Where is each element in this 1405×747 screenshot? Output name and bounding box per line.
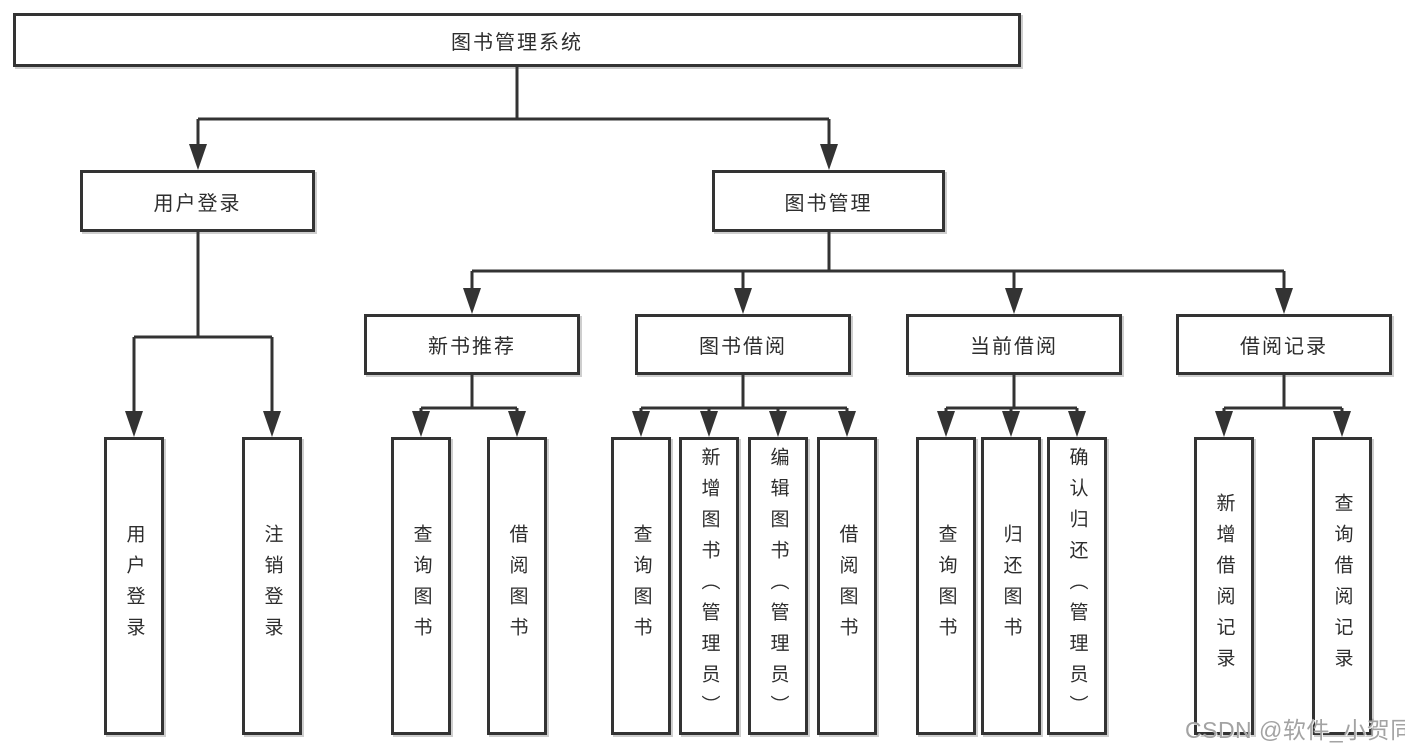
leaf-label: 用户登录 — [123, 524, 145, 648]
leaf-label: 新增借阅记录 — [1213, 493, 1235, 679]
node-user-login: 用户登录 — [80, 170, 315, 232]
node-label: 图书管理 — [784, 192, 873, 215]
node-label: 图书借阅 — [699, 336, 787, 358]
branch-user-login — [132, 232, 274, 418]
leaf-records-add-record: 新增借阅记录 — [1194, 437, 1254, 735]
leaf-newbook-query-book: 查询图书 — [391, 437, 451, 735]
node-system-root: 图书管理系统 — [13, 13, 1021, 67]
node-label: 借阅记录 — [1240, 336, 1328, 358]
branch-lines — [132, 66, 1344, 420]
branch-new-book — [419, 375, 519, 420]
branch-root — [196, 66, 831, 150]
leaf-label: 编辑图书（管理员） — [767, 446, 789, 726]
node-label: 当前借阅 — [970, 336, 1058, 358]
node-book-borrow: 图书借阅 — [635, 314, 851, 375]
leaf-newbook-borrow-book: 借阅图书 — [487, 437, 547, 735]
node-current-borrow: 当前借阅 — [906, 314, 1122, 375]
node-book-management: 图书管理 — [712, 170, 945, 232]
leaf-current-return-book: 归还图书 — [981, 437, 1041, 735]
leaf-borrow-query-book: 查询图书 — [611, 437, 671, 735]
leaf-borrow-borrow-book: 借阅图书 — [817, 437, 877, 735]
leaf-label: 查询借阅记录 — [1331, 493, 1353, 679]
node-borrow-records: 借阅记录 — [1176, 314, 1392, 375]
leaf-label: 确认归还（管理员） — [1066, 446, 1088, 726]
leaf-label: 查询图书 — [410, 524, 432, 648]
leaf-records-query-record: 查询借阅记录 — [1312, 437, 1372, 735]
csdn-watermark: CSDN @软件_小贺同学 — [1185, 717, 1405, 743]
branch-book-management — [470, 232, 1286, 295]
leaf-user-login: 用户登录 — [104, 437, 164, 735]
leaf-label: 注销登录 — [261, 524, 283, 648]
leaf-label: 查询图书 — [630, 524, 652, 648]
leaf-label: 借阅图书 — [506, 524, 528, 648]
leaf-label: 归还图书 — [1000, 524, 1022, 648]
leaf-current-confirm-return-admin: 确认归还（管理员） — [1047, 437, 1107, 735]
leaf-current-query-book: 查询图书 — [916, 437, 976, 735]
leaf-label: 新增图书（管理员） — [698, 446, 720, 726]
branch-borrow-records — [1222, 375, 1344, 420]
node-new-book-recommend: 新书推荐 — [364, 314, 580, 375]
arrowheads — [125, 144, 1351, 437]
leaf-borrow-add-book-admin: 新增图书（管理员） — [679, 437, 739, 735]
node-label: 用户登录 — [153, 192, 242, 215]
leaf-label: 借阅图书 — [836, 524, 858, 648]
leaf-borrow-edit-book-admin: 编辑图书（管理员） — [748, 437, 808, 735]
node-label: 新书推荐 — [428, 336, 516, 358]
branch-book-borrow — [639, 375, 849, 420]
node-label: 图书管理系统 — [451, 31, 583, 54]
leaf-label: 查询图书 — [935, 524, 957, 648]
leaf-logout: 注销登录 — [242, 437, 302, 735]
